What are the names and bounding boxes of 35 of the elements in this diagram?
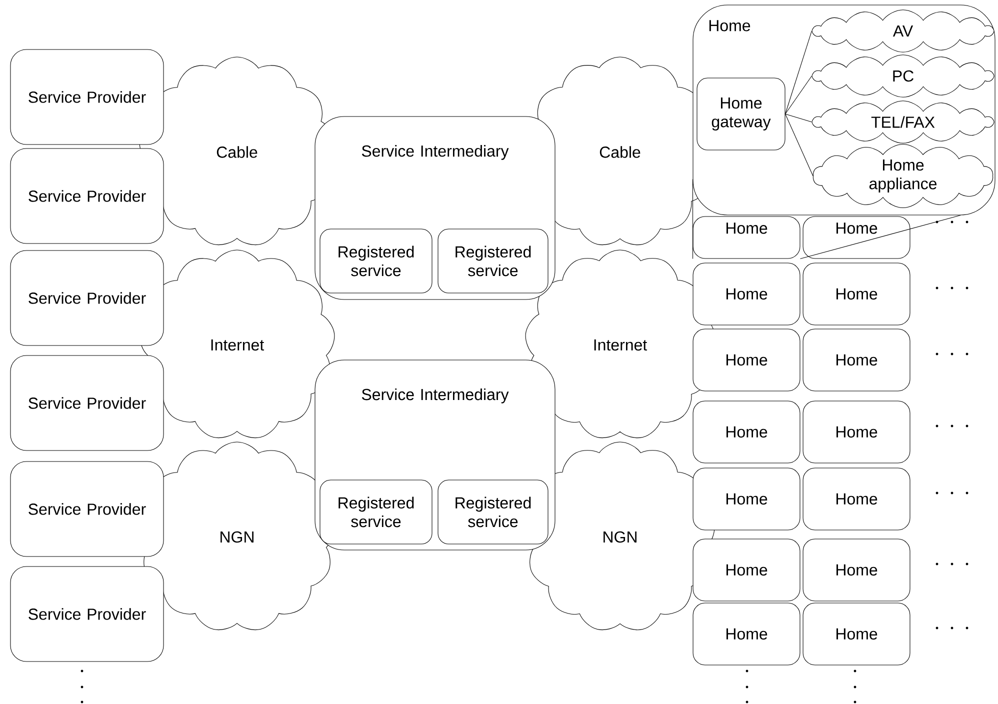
home-box: Home: [692, 602, 800, 666]
connector-line: [785, 30, 812, 114]
home-box: Home: [802, 216, 910, 259]
device-cloud: TEL/FAX: [812, 100, 994, 144]
service-provider-box: Service Provider: [10, 461, 164, 557]
home-box: Home: [802, 602, 910, 666]
service-provider-box: Service Provider: [10, 49, 164, 145]
connector-line: [785, 114, 812, 122]
node-label: AV: [892, 26, 914, 37]
device-cloud: PC: [812, 54, 994, 98]
gateway-box: Home gateway: [696, 78, 786, 150]
connector-line: [785, 76, 812, 114]
home-box: Home: [692, 400, 800, 464]
registered-service-box: Registered service: [320, 480, 432, 544]
registered-service-box: Registered service: [320, 228, 432, 294]
registered-service-box: Registered service: [438, 480, 548, 544]
home-box: Home: [692, 468, 800, 530]
home-box: Home: [802, 468, 910, 530]
device-cloud: AV: [812, 10, 994, 52]
service-provider-box: Service Provider: [10, 250, 164, 346]
home-box: Home: [802, 262, 910, 326]
registered-service-box: Registered service: [438, 228, 548, 294]
service-provider-box: Service Provider: [10, 566, 164, 662]
home-box: Home: [692, 216, 800, 259]
home-box: Home: [802, 538, 910, 602]
home-box: Home: [692, 328, 800, 392]
leader-line: [692, 179, 694, 260]
service-provider-box: Service Provider: [10, 355, 164, 451]
home-box: Home: [802, 328, 910, 392]
device-cloud: Home appliance: [812, 144, 994, 208]
connector-line: [785, 114, 814, 176]
home-box: Home: [692, 262, 800, 326]
home-box: Home: [802, 400, 910, 464]
service-provider-box: Service Provider: [10, 148, 164, 244]
home-box: Home: [692, 538, 800, 602]
